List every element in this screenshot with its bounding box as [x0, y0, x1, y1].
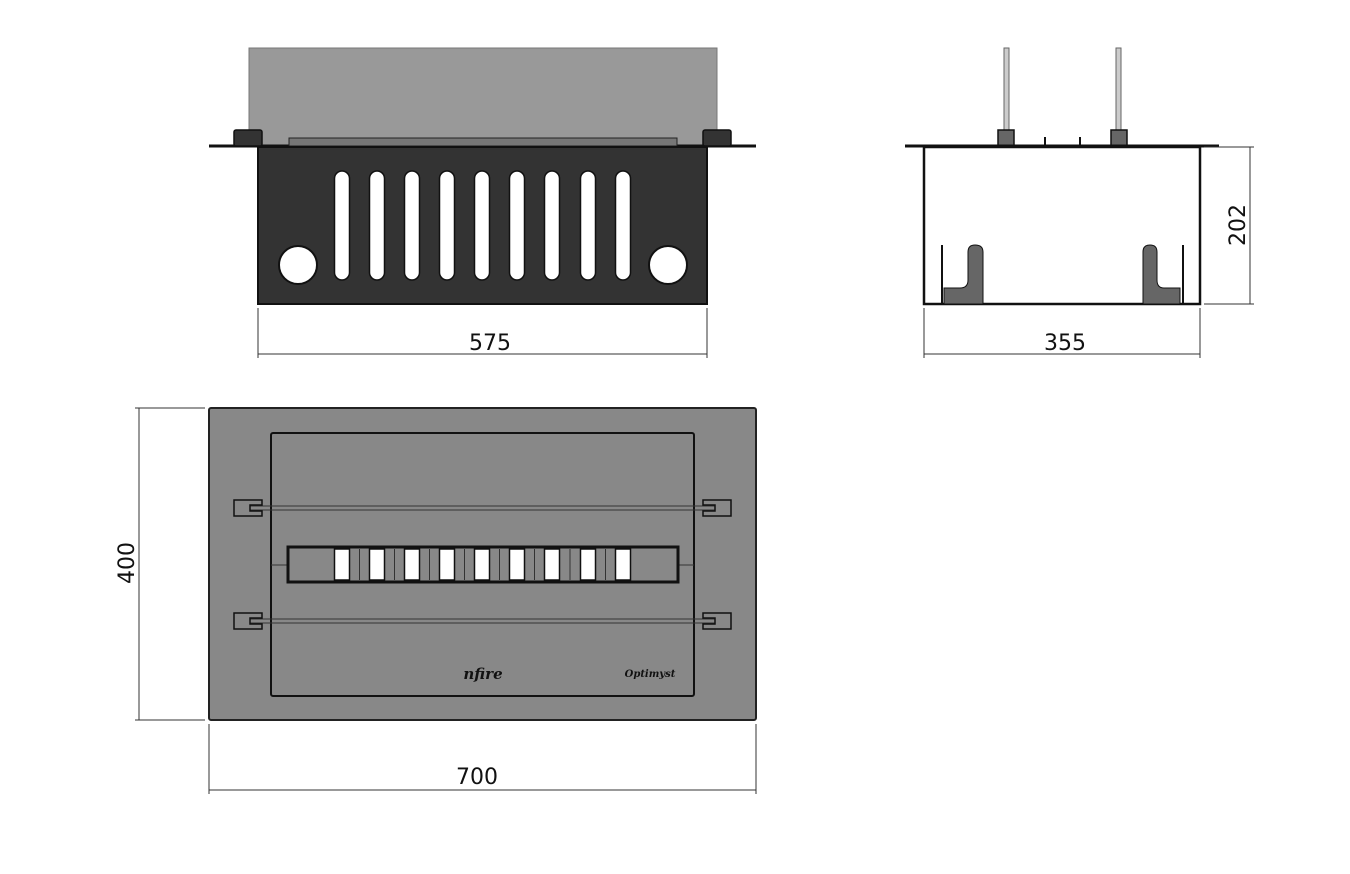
burner-slot [508, 548, 526, 581]
hole-right [648, 245, 688, 285]
side-view: 355 202 [905, 47, 1254, 358]
vent-slots [333, 170, 632, 281]
bracket-left [943, 244, 984, 305]
vent-slot [579, 170, 597, 281]
vent-slot [368, 170, 386, 281]
front-view: 575 [209, 47, 756, 358]
rod-block-right [1110, 129, 1128, 147]
rod-left [1003, 47, 1010, 131]
top-view: nfire Optimyst 700 400 [115, 407, 757, 794]
hole-left [278, 245, 318, 285]
burner-slot [438, 548, 456, 581]
clip-bottom-right [702, 612, 732, 630]
vent-slot [438, 170, 456, 281]
vent-slot [508, 170, 526, 281]
burner-slot [473, 548, 491, 581]
dimension-700-label: 700 [456, 765, 498, 790]
dimension-400-label: 400 [115, 542, 140, 584]
logo-nfire: nfire [463, 665, 502, 683]
burner-slot [333, 548, 351, 581]
rod-block-left [997, 129, 1015, 147]
clip-top-right [702, 499, 732, 517]
dimension-700 [208, 724, 757, 794]
bracket-right [1142, 244, 1181, 305]
vent-slot [543, 170, 561, 281]
dimension-400 [135, 407, 205, 721]
mount-block-right [702, 129, 732, 147]
burner-slot [579, 548, 597, 581]
burner-slots [333, 548, 632, 581]
vent-slot [614, 170, 632, 281]
burner-slot [368, 548, 386, 581]
clip-top-left [233, 499, 263, 517]
dimension-575-label: 575 [469, 331, 511, 356]
logo-optimyst: Optimyst [625, 669, 676, 680]
burner-lid [288, 137, 678, 147]
vent-slot [403, 170, 421, 281]
dimension-202 [1204, 146, 1254, 305]
dimension-355 [923, 308, 1201, 358]
vent-slot [333, 170, 351, 281]
clip-lines [250, 505, 715, 624]
vent-slot [473, 170, 491, 281]
dimension-575 [257, 308, 708, 358]
dimension-355-label: 355 [1044, 331, 1086, 356]
burner-slot [403, 548, 421, 581]
clip-bottom-left [233, 612, 263, 630]
glass-panel [248, 47, 718, 148]
rod-right [1115, 47, 1122, 131]
burner-slot [543, 548, 561, 581]
burner-slot [614, 548, 632, 581]
mount-block-left [233, 129, 263, 147]
dimension-202-label: 202 [1226, 204, 1251, 246]
side-body [922, 145, 1202, 306]
